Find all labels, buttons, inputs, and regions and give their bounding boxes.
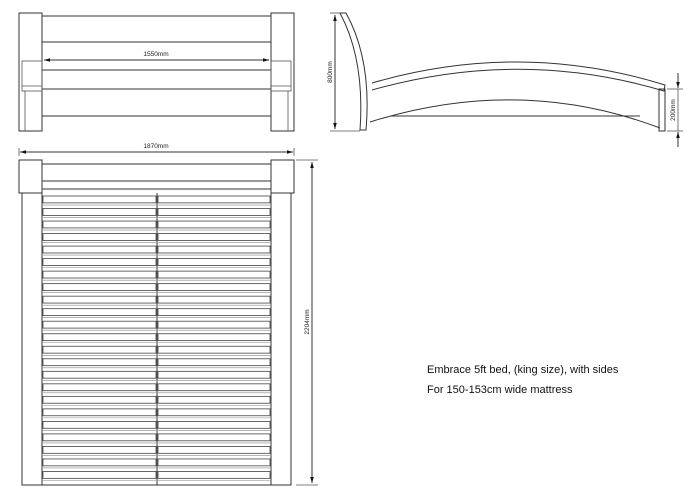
slat xyxy=(157,420,271,429)
slat xyxy=(157,446,271,454)
slat xyxy=(42,295,157,304)
slat xyxy=(157,471,271,479)
product-title: Embrace 5ft bed, (king size), with sides xyxy=(427,364,619,376)
slat xyxy=(157,233,271,241)
slat xyxy=(42,220,157,229)
slat xyxy=(157,258,271,266)
slat xyxy=(42,370,157,379)
dim-label-length: 2204mm xyxy=(304,309,311,334)
slat xyxy=(157,295,271,304)
slat xyxy=(42,283,157,291)
slat xyxy=(42,345,157,354)
slat xyxy=(157,208,271,216)
slat xyxy=(157,395,271,404)
slat xyxy=(157,320,271,329)
slat xyxy=(42,270,157,279)
slat xyxy=(157,333,271,342)
slat xyxy=(42,245,157,254)
slat xyxy=(42,233,157,241)
slat xyxy=(157,220,271,229)
slat xyxy=(42,408,157,417)
top-view: 1870mm 2204mm xyxy=(18,143,318,486)
slat xyxy=(42,471,157,479)
dim-label-headboard-height: 800mm xyxy=(327,61,334,83)
dim-label-outer-width: 1870mm xyxy=(143,143,168,150)
slat xyxy=(157,458,271,467)
slat xyxy=(157,245,271,254)
slat xyxy=(42,195,157,204)
slats-group xyxy=(42,195,271,481)
slat xyxy=(42,420,157,429)
slat xyxy=(42,446,157,454)
slat xyxy=(42,320,157,329)
slat xyxy=(42,433,157,442)
dim-label-footboard-height: 200mm xyxy=(670,99,677,121)
mattress-note: For 150-153cm wide mattress xyxy=(427,384,573,396)
slat xyxy=(157,195,271,204)
slat xyxy=(157,433,271,442)
slat xyxy=(42,395,157,404)
front-view: 1550mm xyxy=(18,12,295,132)
slat xyxy=(157,383,271,392)
slat xyxy=(157,283,271,291)
slat xyxy=(42,308,157,316)
slat xyxy=(42,258,157,266)
slat xyxy=(157,308,271,316)
slat xyxy=(42,383,157,392)
slat xyxy=(42,208,157,216)
side-view: 800mm 200mm xyxy=(327,12,683,147)
slat xyxy=(157,370,271,379)
slat xyxy=(42,458,157,467)
slat xyxy=(42,333,157,342)
slat xyxy=(157,358,271,367)
slat xyxy=(157,408,271,417)
slat xyxy=(42,358,157,367)
slat xyxy=(157,270,271,279)
dim-label-inner-width: 1550mm xyxy=(143,51,168,58)
slat xyxy=(157,345,271,354)
